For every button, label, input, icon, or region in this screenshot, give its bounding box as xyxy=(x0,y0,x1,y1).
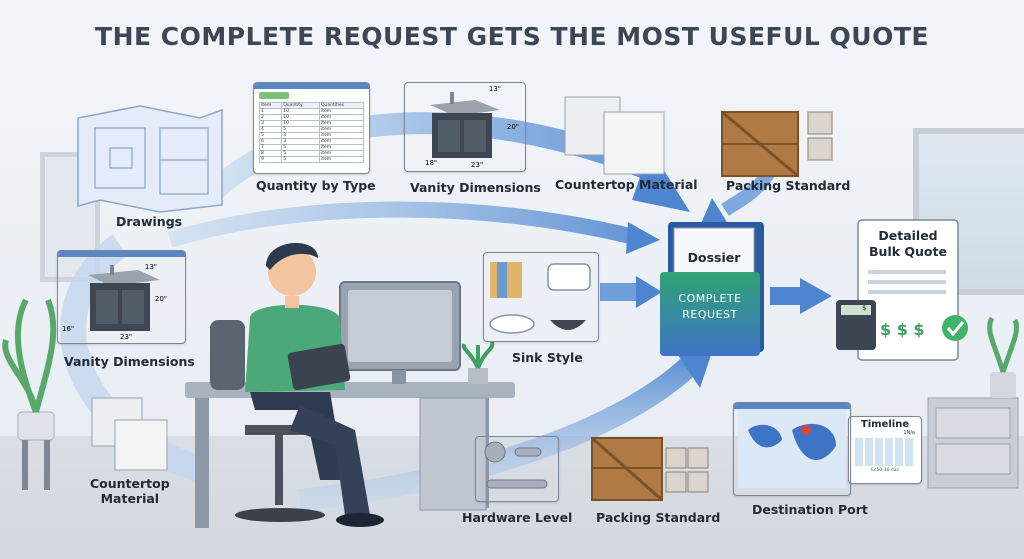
destination-port-card xyxy=(733,402,851,496)
timeline-month: 1N/a xyxy=(903,430,915,436)
drawings-blueprint xyxy=(77,105,223,213)
destination-map xyxy=(738,408,846,488)
dim-top: 13" xyxy=(144,263,157,271)
label-vanity-dimensions-left: Vanity Dimensions xyxy=(64,354,195,369)
timeline-title: Timeline xyxy=(860,419,910,430)
label-destination-port: Destination Port xyxy=(752,502,868,517)
dossier-tab-label: Dossier xyxy=(687,250,741,265)
dim-depth: 16" xyxy=(62,325,75,333)
quote-title-line1: Detailed xyxy=(878,228,938,243)
dossier-complete-label: COMPLETE xyxy=(678,292,742,305)
dim-top: 13" xyxy=(488,85,501,93)
dim-height: 20" xyxy=(154,295,167,303)
label-quantity-by-type: Quantity by Type xyxy=(256,178,376,193)
countertop-top-samples xyxy=(564,96,665,175)
sheet-tab xyxy=(259,92,289,99)
vanity-left-illustration xyxy=(88,265,160,331)
hardware-illustration xyxy=(484,441,548,489)
countertop-left-samples xyxy=(91,397,168,471)
label-countertop-material-left: Countertop Material xyxy=(90,476,170,506)
crate-bottom xyxy=(591,436,709,502)
label-vanity-dimensions-top: Vanity Dimensions xyxy=(410,180,541,195)
window-titlebar xyxy=(58,251,185,257)
vanity-dimensions-top-card: 13" 20" 18" 23" xyxy=(404,82,526,172)
dim-width: 23" xyxy=(120,333,133,341)
label-drawings: Drawings xyxy=(116,214,183,229)
arrow-head-sink xyxy=(636,276,662,308)
crate-top xyxy=(721,110,833,178)
quote-document xyxy=(836,219,968,361)
arrow-head-middle xyxy=(626,222,660,254)
sink-illustration xyxy=(489,262,591,334)
label-packing-standard-bottom: Packing Standard xyxy=(596,510,721,525)
dim-width: 23" xyxy=(471,161,484,169)
table-cell: item xyxy=(319,156,364,163)
label-packing-standard-top: Packing Standard xyxy=(726,178,851,193)
calculator-sign: $ xyxy=(862,304,867,312)
dossier-folder xyxy=(660,222,764,356)
table-cell: 5 xyxy=(281,156,320,163)
window-titlebar xyxy=(734,403,850,409)
label-countertop-material-top: Countertop Material xyxy=(555,177,698,192)
window-titlebar xyxy=(254,83,369,89)
quote-money: $ $ $ xyxy=(880,320,925,339)
dim-height: 20" xyxy=(506,123,519,131)
label-hardware-level: Hardware Level xyxy=(462,510,573,525)
table-cell: 9 xyxy=(258,156,283,163)
dim-depth: 18" xyxy=(425,159,438,167)
dossier-request-label: REQUEST xyxy=(682,308,738,321)
timeline-card: Timeline 1N/a Ec50-30 das xyxy=(848,416,922,484)
arrow-middle xyxy=(167,201,632,248)
quote-title-line2: Bulk Quote xyxy=(869,244,947,259)
calendar-grid xyxy=(855,438,915,466)
arrow-head-quote xyxy=(800,278,832,314)
desk-scene xyxy=(2,243,1019,528)
label-sink-style: Sink Style xyxy=(512,350,583,365)
vanity-dimensions-left-card: 13" 20" 16" 23" xyxy=(57,250,186,344)
page-title: THE COMPLETE REQUEST GETS THE MOST USEFU… xyxy=(95,22,929,51)
timeline-range: Ec50-30 das xyxy=(871,468,899,473)
sink-style-card xyxy=(483,252,599,342)
vanity-top-illustration xyxy=(430,92,500,158)
arrow-head-bottom xyxy=(676,352,712,388)
hardware-level-card xyxy=(475,436,559,502)
